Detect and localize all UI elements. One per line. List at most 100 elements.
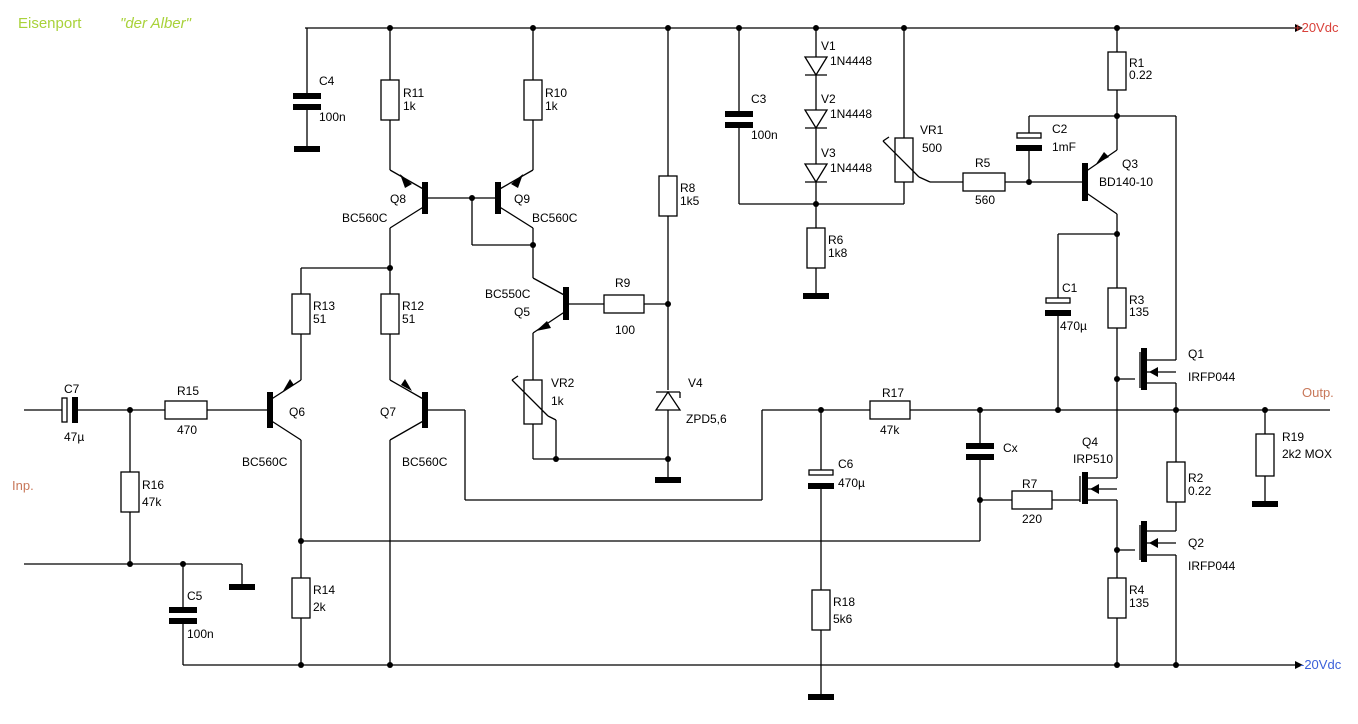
resistor-r14: R14 2k <box>291 577 335 665</box>
q7-type: BC560C <box>402 455 448 469</box>
r19-value: 2k2 MOX <box>1282 447 1332 461</box>
resistor-r8: R8 1k5 <box>658 28 700 390</box>
v3-ref: V3 <box>821 146 836 160</box>
diode-v1: V1 1N4448 <box>803 28 872 110</box>
v1-ref: V1 <box>821 39 836 53</box>
r15-value: 470 <box>177 423 197 437</box>
negative-rail-label: -20Vdc <box>1300 657 1342 672</box>
r13-value: 51 <box>313 312 327 326</box>
r1-value: 0.22 <box>1129 68 1153 82</box>
resistor-r4: R4 135 <box>1107 577 1149 665</box>
v2-type: 1N4448 <box>830 107 872 121</box>
c3-ref: C3 <box>751 92 767 106</box>
v4-ref: V4 <box>688 376 703 390</box>
zener-v4: V4 ZPD5,6 <box>654 376 727 483</box>
r5-ref: R5 <box>975 156 991 170</box>
r12-value: 51 <box>402 312 416 326</box>
mosfet-q2: Q2 IRFP044 <box>1117 521 1236 665</box>
c7-value: 47µ <box>64 430 84 444</box>
r3-ref: R3 <box>1129 293 1145 307</box>
r16-ref: R16 <box>142 478 164 492</box>
c5-ref: C5 <box>187 589 203 603</box>
resistor-r19: R19 2k2 MOX <box>1252 410 1332 507</box>
resistor-r10: R10 1k <box>523 28 567 170</box>
c5-value: 100n <box>187 627 214 641</box>
resistor-r3: R3 135 <box>1107 287 1149 478</box>
r1-ref: R1 <box>1129 56 1145 70</box>
capacitor-cx: Cx <box>301 410 1018 542</box>
q4-ref: Q4 <box>1082 435 1098 449</box>
capacitor-c1: C1 470µ <box>1045 233 1117 410</box>
transistor-q8: Q8 BC560C <box>342 169 472 268</box>
r15-ref: R15 <box>177 384 199 398</box>
c6-ref: C6 <box>838 457 854 471</box>
diode-v3: V3 1N4448 <box>803 146 872 228</box>
q9-ref: Q9 <box>514 192 530 206</box>
c4-ref: C4 <box>319 74 335 88</box>
r14-ref: R14 <box>313 583 335 597</box>
r17-value: 47k <box>880 423 900 437</box>
resistor-r15: R15 470 <box>164 384 268 437</box>
transistor-q6: Q6 BC560C <box>242 379 305 578</box>
r8-value: 1k5 <box>680 194 700 208</box>
resistor-r1: R1 0.22 <box>1107 28 1153 150</box>
capacitor-c5: C5 100n <box>169 564 214 665</box>
q5-type: BC550C <box>485 287 531 301</box>
c7-ref: C7 <box>64 382 80 396</box>
q5-ref: Q5 <box>514 305 530 319</box>
v2-ref: V2 <box>821 92 836 106</box>
c1-ref: C1 <box>1062 281 1078 295</box>
capacitor-c2: C2 1mF <box>1016 115 1176 182</box>
q8-type: BC560C <box>342 211 388 225</box>
q3-type: BD140-10 <box>1099 175 1153 189</box>
potentiometer-vr2: VR2 1k <box>511 375 668 460</box>
r12-ref: R12 <box>402 299 424 313</box>
capacitor-c4: C4 100n <box>293 28 346 152</box>
r17-ref: R17 <box>882 386 904 400</box>
vr1-ref: VR1 <box>920 123 944 137</box>
cx-ref: Cx <box>1003 441 1018 455</box>
diode-v2: V2 1N4448 <box>803 92 872 164</box>
c2-value: 1mF <box>1052 140 1076 154</box>
resistor-r13: R13 51 <box>291 267 390 380</box>
output-port-label: Outp. <box>1302 385 1334 400</box>
r19-ref: R19 <box>1282 430 1304 444</box>
q6-ref: Q6 <box>289 405 305 419</box>
r7-value: 220 <box>1022 512 1042 526</box>
r10-ref: R10 <box>545 86 567 100</box>
r11-value: 1k <box>403 99 417 113</box>
q6-type: BC560C <box>242 455 288 469</box>
q7-ref: Q7 <box>380 405 396 419</box>
c6-value: 470µ <box>838 476 865 490</box>
q1-type: IRFP044 <box>1188 370 1236 384</box>
q9-type: BC560C <box>532 211 578 225</box>
resistor-r6: R6 1k8 <box>803 227 848 299</box>
mosfet-q4: Q4 IRP510 <box>1073 435 1118 578</box>
r4-value: 135 <box>1129 596 1149 610</box>
project-subtitle: "der Alber" <box>120 15 192 32</box>
r18-ref: R18 <box>833 595 855 609</box>
resistor-r17: R17 47k <box>762 386 1330 437</box>
resistor-r12: R12 51 <box>380 268 424 380</box>
input-port-label: Inp. <box>12 478 34 493</box>
r2-ref: R2 <box>1188 471 1204 485</box>
capacitor-c7: C7 47µ <box>24 382 165 444</box>
c2-ref: C2 <box>1052 122 1068 136</box>
positive-rail: +20Vdc <box>305 20 1339 35</box>
resistor-r18: R18 5k6 <box>808 589 855 700</box>
r16-value: 47k <box>142 495 162 509</box>
resistor-r9: R9 100 <box>566 276 668 337</box>
q3-ref: Q3 <box>1122 157 1138 171</box>
r10-value: 1k <box>545 99 559 113</box>
r4-ref: R4 <box>1129 583 1145 597</box>
r14-value: 2k <box>313 600 327 614</box>
r5-value: 560 <box>975 193 995 207</box>
r9-value: 100 <box>615 323 635 337</box>
transistor-q3: Q3 BD140-10 <box>1082 149 1153 288</box>
resistor-r2: R2 0.22 <box>1166 461 1212 531</box>
vr2-value: 1k <box>551 394 565 408</box>
r18-value: 5k6 <box>833 612 853 626</box>
junction-dots <box>127 25 1268 668</box>
mosfet-q1: Q1 IRFP044 <box>1117 116 1236 462</box>
q8-ref: Q8 <box>390 192 406 206</box>
